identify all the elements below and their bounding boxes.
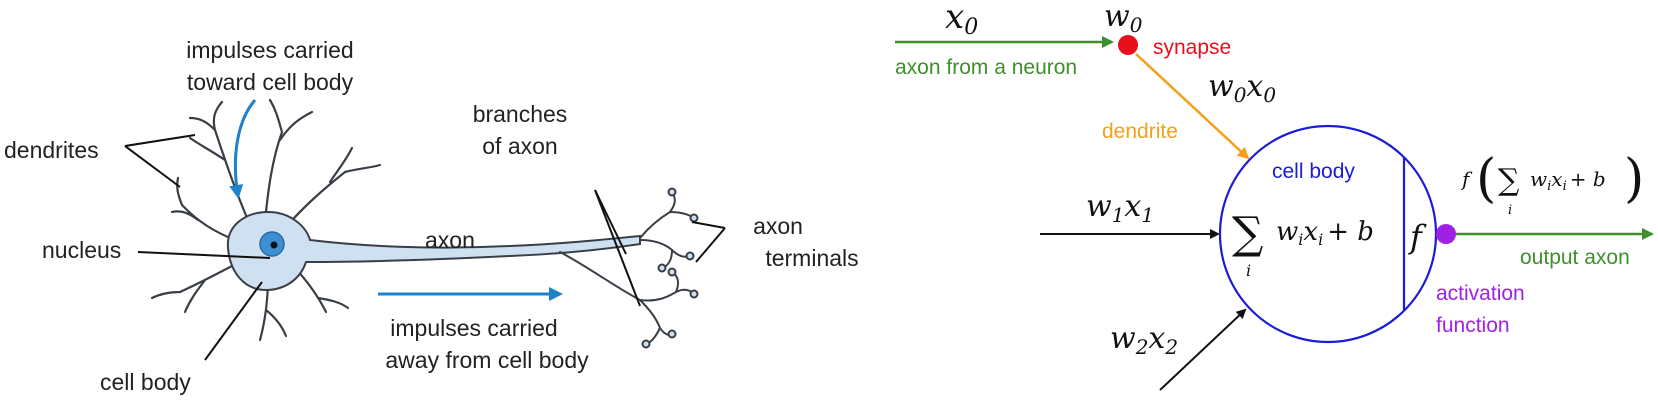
- neuron-leader-lines: [124, 134, 726, 361]
- mathematical-neuron-model: x0 w0 w0x0 w1x1 w2x2 ∑ i wixi+ b f f ( ∑…: [895, 0, 1654, 391]
- synapse-label: synapse: [1153, 36, 1231, 59]
- impulses-in-label-1: impulses carried: [186, 37, 353, 63]
- impulses-out-label-1: impulses carried: [390, 315, 557, 341]
- w2x2-label: w2x2: [1110, 321, 1178, 359]
- terminals-label-1: axon: [753, 213, 803, 239]
- nucleus-label: nucleus: [42, 237, 121, 263]
- dendrite-label: dendrite: [1102, 120, 1178, 143]
- sum-sigma: ∑: [1232, 208, 1263, 259]
- dendrites-leader-2: [124, 145, 181, 188]
- w1x1-label: w1x1: [1086, 189, 1154, 227]
- cell-body-model-label: cell body: [1272, 160, 1355, 183]
- sum-term: wixi+ b: [1276, 217, 1374, 249]
- output-expression: f ( ∑ i wixi+ b ): [1460, 149, 1644, 218]
- out-sigma: ∑: [1498, 163, 1520, 198]
- impulses-out-label-2: away from cell body: [385, 347, 589, 373]
- sum-index: i: [1246, 261, 1251, 280]
- cell-body-leader: [204, 281, 263, 361]
- activation-dot: [1436, 224, 1456, 244]
- biological-neuron: impulses carried toward cell body dendri…: [4, 37, 859, 395]
- input-w2x2-arrow: [1159, 308, 1247, 391]
- terminals-leader-1: [691, 221, 726, 229]
- axon-label: axon: [425, 227, 475, 253]
- axon-from-neuron-label: axon from a neuron: [895, 56, 1077, 79]
- dendrite-line: [1135, 53, 1250, 160]
- out-open-paren: (: [1476, 149, 1496, 209]
- nucleolus-dot: [270, 241, 278, 249]
- axon-branches-shape: [559, 187, 699, 349]
- impulses-in-label-2: toward cell body: [187, 69, 354, 95]
- out-term: wixi+ b: [1530, 167, 1606, 194]
- activation-label-1: activation: [1436, 282, 1525, 305]
- impulse-in-arrow: [229, 99, 257, 199]
- activation-label-2: function: [1436, 314, 1510, 337]
- w0-label: w0: [1104, 0, 1143, 37]
- synapse-dot: [1118, 35, 1138, 55]
- output-axon-label: output axon: [1520, 246, 1630, 269]
- out-f: f: [1460, 167, 1473, 191]
- w0x0-label: w0x0: [1208, 69, 1276, 107]
- terminals-leader-2: [695, 227, 726, 263]
- dendrites-label: dendrites: [4, 137, 99, 163]
- f-in-cell: f: [1408, 218, 1427, 256]
- nucleus-leader: [137, 251, 271, 259]
- branches-label-2: of axon: [482, 133, 557, 159]
- branches-label-1: branches: [473, 101, 568, 127]
- dendrites-leader-1: [124, 134, 196, 147]
- x0-label: x0: [945, 0, 978, 40]
- cell-body-label: cell body: [100, 369, 191, 395]
- out-close-paren: ): [1624, 149, 1644, 209]
- branches-leader-2: [594, 189, 641, 307]
- out-index: i: [1508, 203, 1512, 218]
- terminals-label-2: terminals: [765, 245, 858, 271]
